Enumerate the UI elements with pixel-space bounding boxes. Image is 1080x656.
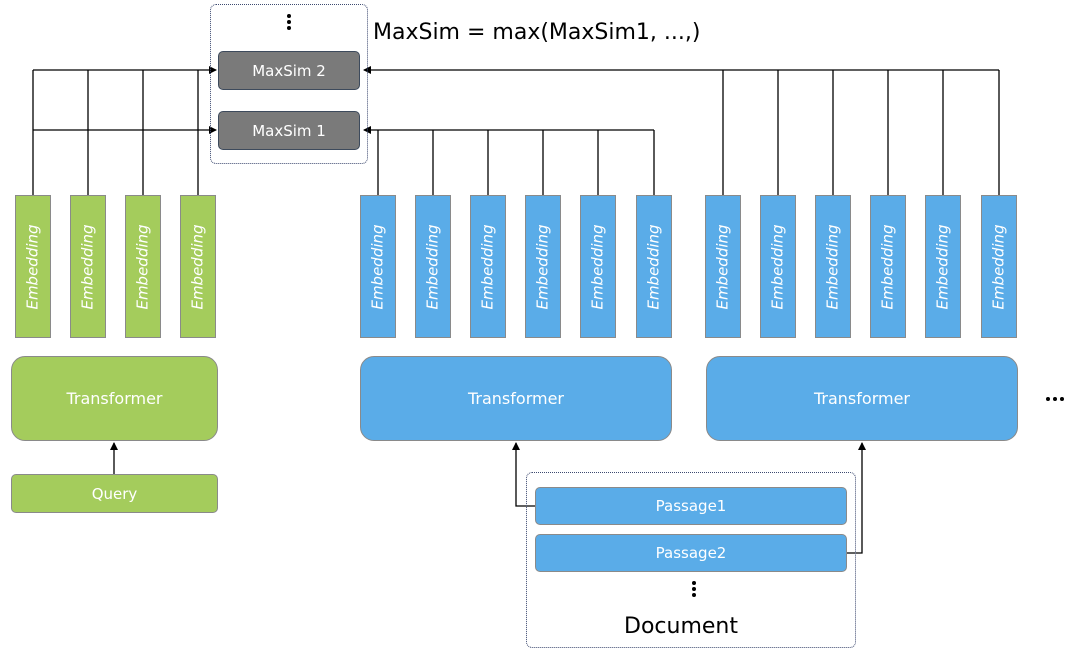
passage2-to-transformer-arrow (847, 442, 866, 554)
passage1-embedding-1: Embedding (360, 195, 396, 338)
passage1-to-transformer-arrow (512, 442, 535, 507)
query-box: Query (11, 474, 218, 513)
horizontal-ellipsis-icon (1046, 397, 1064, 401)
passage2-embedding-5: Embedding (925, 195, 961, 338)
maxsim-2-box: MaxSim 2 (218, 51, 360, 90)
query-embedding-1: Embedding (15, 195, 51, 338)
passage1-box: Passage1 (535, 487, 847, 525)
vertical-ellipsis-icon (691, 581, 697, 599)
passage1-label: Passage1 (655, 497, 727, 515)
passage2-embedding-1: Embedding (705, 195, 741, 338)
passage1-embedding-3: Embedding (470, 195, 506, 338)
passage2-embedding-3: Embedding (815, 195, 851, 338)
query-embedding-4: Embedding (180, 195, 216, 338)
query-transformer: Transformer (11, 356, 218, 441)
maxsim-group-box (210, 4, 368, 164)
passage2-embedding-2: Embedding (760, 195, 796, 338)
passage2-label: Passage2 (655, 544, 727, 562)
query-embedding-2: Embedding (70, 195, 106, 338)
passage1-embedding-5: Embedding (580, 195, 616, 338)
document-group-box (526, 472, 856, 648)
passage1-embedding-4: Embedding (525, 195, 561, 338)
query-label: Query (91, 484, 138, 503)
document-label: Document (624, 614, 738, 639)
maxsim-formula: MaxSim = max(MaxSim1, ...,) (373, 20, 701, 45)
passage1-embedding-2: Embedding (415, 195, 451, 338)
passage1-transformer: Transformer (360, 356, 672, 441)
maxsim-1-box: MaxSim 1 (218, 111, 360, 150)
passage2-embedding-4: Embedding (870, 195, 906, 338)
query-embedding-3: Embedding (125, 195, 161, 338)
maxsim-1-label: MaxSim 1 (252, 121, 326, 140)
vertical-ellipsis-icon (286, 14, 292, 32)
passage2-transformer: Transformer (706, 356, 1018, 441)
maxsim-2-label: MaxSim 2 (252, 61, 326, 80)
passage2-box: Passage2 (535, 534, 847, 572)
passage1-embedding-6: Embedding (636, 195, 672, 338)
passage2-embedding-6: Embedding (981, 195, 1017, 338)
